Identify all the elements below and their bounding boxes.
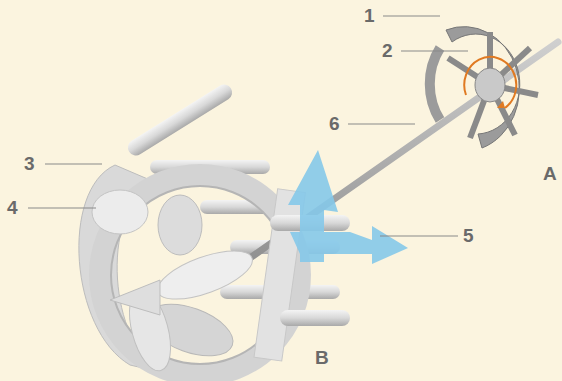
callout-label: 1 — [364, 6, 375, 25]
callout-label: 4 — [7, 198, 18, 217]
housing — [79, 165, 306, 375]
leader-lines — [28, 16, 468, 236]
callout-label: A — [543, 164, 557, 183]
flow-arrows — [288, 150, 408, 264]
runner — [92, 190, 258, 375]
control-wheel — [430, 27, 538, 148]
callout-label: 5 — [463, 226, 474, 245]
callout-label: 2 — [382, 41, 393, 60]
callout-label: 3 — [24, 154, 35, 173]
callout-label: 6 — [329, 114, 340, 133]
callout-label: B — [315, 348, 329, 367]
